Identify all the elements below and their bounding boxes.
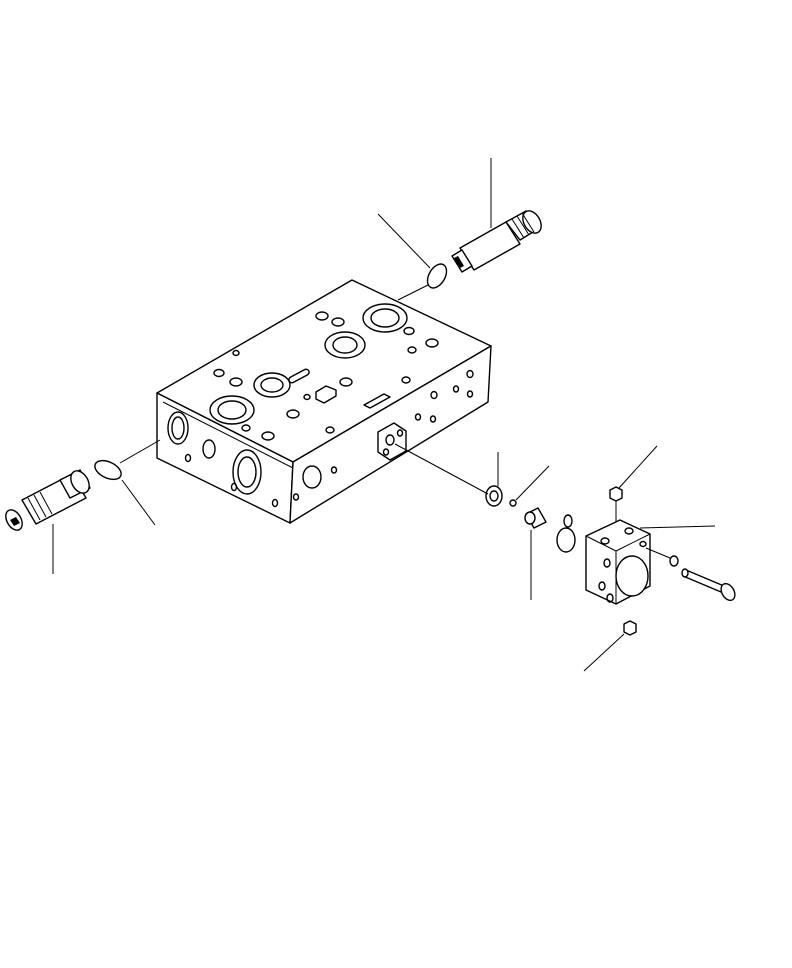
valve-block bbox=[156, 279, 492, 524]
bolt bbox=[681, 568, 736, 602]
relief-valve-top bbox=[451, 210, 542, 273]
plug-small bbox=[485, 485, 503, 507]
cover-block bbox=[585, 519, 651, 605]
o-rings-pair bbox=[556, 514, 576, 553]
washer bbox=[669, 555, 679, 567]
fitting-top bbox=[609, 486, 623, 522]
relief-valve-left bbox=[5, 469, 91, 531]
o-ring-left bbox=[94, 459, 122, 481]
spool-piece bbox=[524, 507, 547, 529]
leader-lines bbox=[52, 158, 716, 672]
ball bbox=[509, 499, 517, 507]
fitting-bottom bbox=[623, 620, 637, 636]
o-ring-top bbox=[426, 263, 448, 289]
